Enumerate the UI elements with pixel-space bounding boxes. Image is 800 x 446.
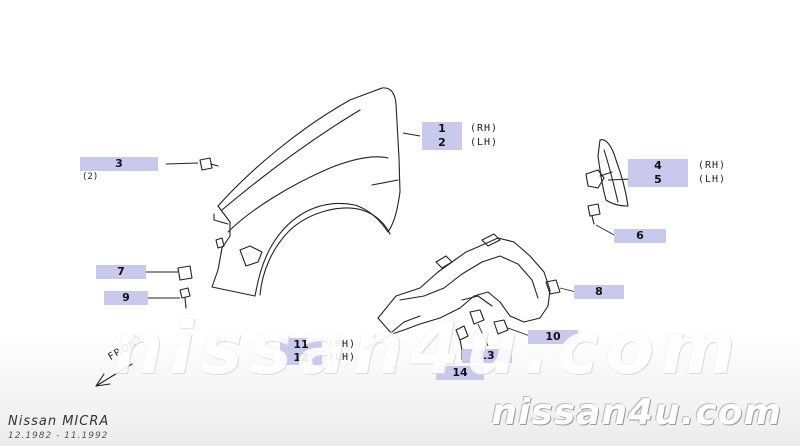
production-dates: 12.1982 - 11.1992	[8, 431, 109, 441]
front-fender	[211, 87, 401, 297]
callout-3[interactable]: 3	[80, 157, 158, 171]
front-arrow	[95, 363, 133, 387]
callout-13[interactable]: 13	[462, 349, 512, 363]
clip-13	[469, 309, 485, 325]
callout-1[interactable]: 1	[422, 122, 462, 136]
callout-11[interactable]: 11	[280, 338, 322, 352]
side-rh-1: (RH)	[470, 123, 499, 134]
background-gradient	[0, 330, 800, 446]
side-lh-12: (LH)	[328, 352, 357, 363]
side-rh-4: (RH)	[698, 160, 727, 171]
callout-2[interactable]: 2	[422, 136, 462, 150]
callout-9[interactable]: 9	[104, 291, 148, 305]
callout-14[interactable]: 14	[436, 366, 484, 380]
clip-14	[455, 325, 469, 351]
callout-10[interactable]: 10	[528, 330, 578, 344]
side-lh-2: (LH)	[470, 137, 499, 148]
watermark-corner: nissan4u.com	[491, 392, 782, 433]
mudguard	[585, 139, 629, 207]
fender-protector	[377, 233, 551, 335]
clip-8	[545, 279, 561, 295]
callout-4[interactable]: 4	[628, 159, 688, 173]
callout-6[interactable]: 6	[614, 229, 666, 243]
screw-9	[179, 287, 191, 309]
side-rh-11: (RH)	[328, 339, 357, 350]
callout-8[interactable]: 8	[574, 285, 624, 299]
clip-10	[493, 319, 509, 335]
side-lh-5: (LH)	[698, 174, 727, 185]
callout-5[interactable]: 5	[628, 173, 688, 187]
bolt-3	[199, 157, 219, 171]
clip-6	[587, 203, 601, 225]
nut-7	[177, 265, 193, 281]
watermark-center: nissan4u.com	[112, 306, 742, 390]
callout-7[interactable]: 7	[96, 265, 146, 279]
quantity-note: (2)	[82, 172, 99, 182]
callout-12[interactable]: 12	[280, 351, 322, 365]
vehicle-model: Nissan MICRA	[8, 414, 110, 429]
